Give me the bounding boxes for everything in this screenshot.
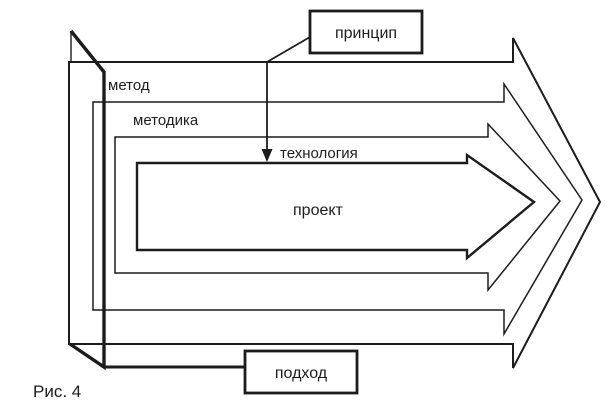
principle-box-label: принцип xyxy=(335,25,397,42)
methodology-layer-label: методика xyxy=(133,112,199,129)
approach-plane xyxy=(69,29,106,371)
principle-connector-line xyxy=(266,36,311,151)
principle-box xyxy=(308,9,424,55)
approach-box-label: подход xyxy=(275,365,328,382)
method-layer-label: метод xyxy=(108,77,150,94)
figure-caption: Рис. 4 xyxy=(33,382,81,401)
arrow-project xyxy=(135,152,536,261)
technology-layer-label: технология xyxy=(280,145,358,162)
project-layer-label: проект xyxy=(293,202,344,219)
arrowhead-down-icon xyxy=(261,149,273,162)
approach-box xyxy=(243,349,359,395)
